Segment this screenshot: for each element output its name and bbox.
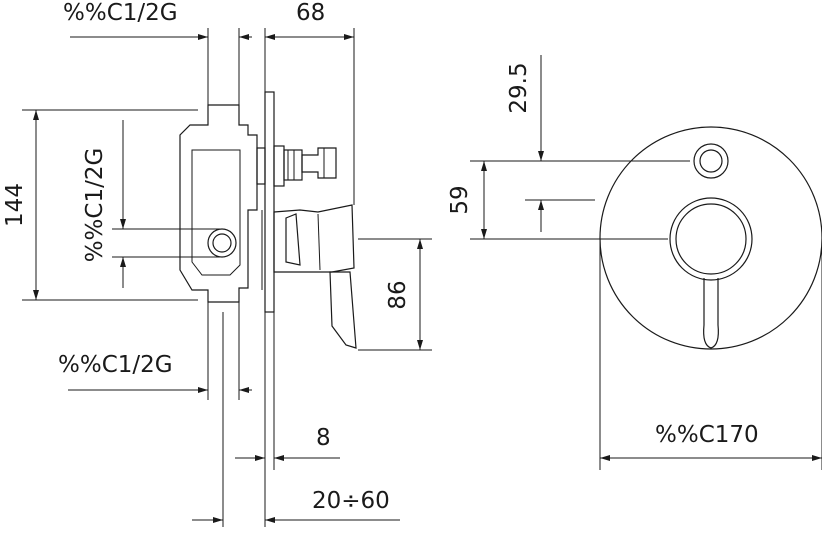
dim-59: 59	[447, 185, 473, 214]
dim-side-thread: %%C1/2G	[82, 148, 108, 263]
lever-handle-front	[703, 278, 719, 349]
cover-plate	[599, 126, 822, 350]
lever-hub-inner	[675, 203, 747, 275]
dim-20-60: 20÷60	[312, 488, 390, 514]
dim-diameter-170: %%C170	[655, 422, 759, 448]
lever-hub-outer	[669, 197, 753, 281]
side-outlet-inner	[212, 233, 232, 253]
front-view: 29.5 59 %%C170	[447, 55, 822, 470]
dim-86: 86	[385, 280, 411, 309]
valve-body-outline	[179, 104, 258, 303]
wall-plate	[264, 91, 275, 313]
dim-144: 144	[2, 183, 28, 227]
lever-handle	[273, 204, 357, 349]
dim-68: 68	[296, 0, 325, 26]
dim-29-5: 29.5	[506, 62, 532, 113]
diverter-knob	[256, 145, 337, 187]
diverter-knob-outer	[693, 143, 729, 179]
valve-body-inner	[191, 149, 241, 276]
dim-bottom-thread: %%C1/2G	[58, 352, 173, 378]
diverter-knob-inner	[699, 149, 723, 173]
side-outlet-outer	[207, 228, 237, 258]
dim-top-thread: %%C1/2G	[63, 0, 178, 26]
dim-8: 8	[316, 425, 331, 451]
side-view: %%C1/2G 68 144 %%C1/2G %%C1/2G 8 20	[2, 0, 432, 527]
